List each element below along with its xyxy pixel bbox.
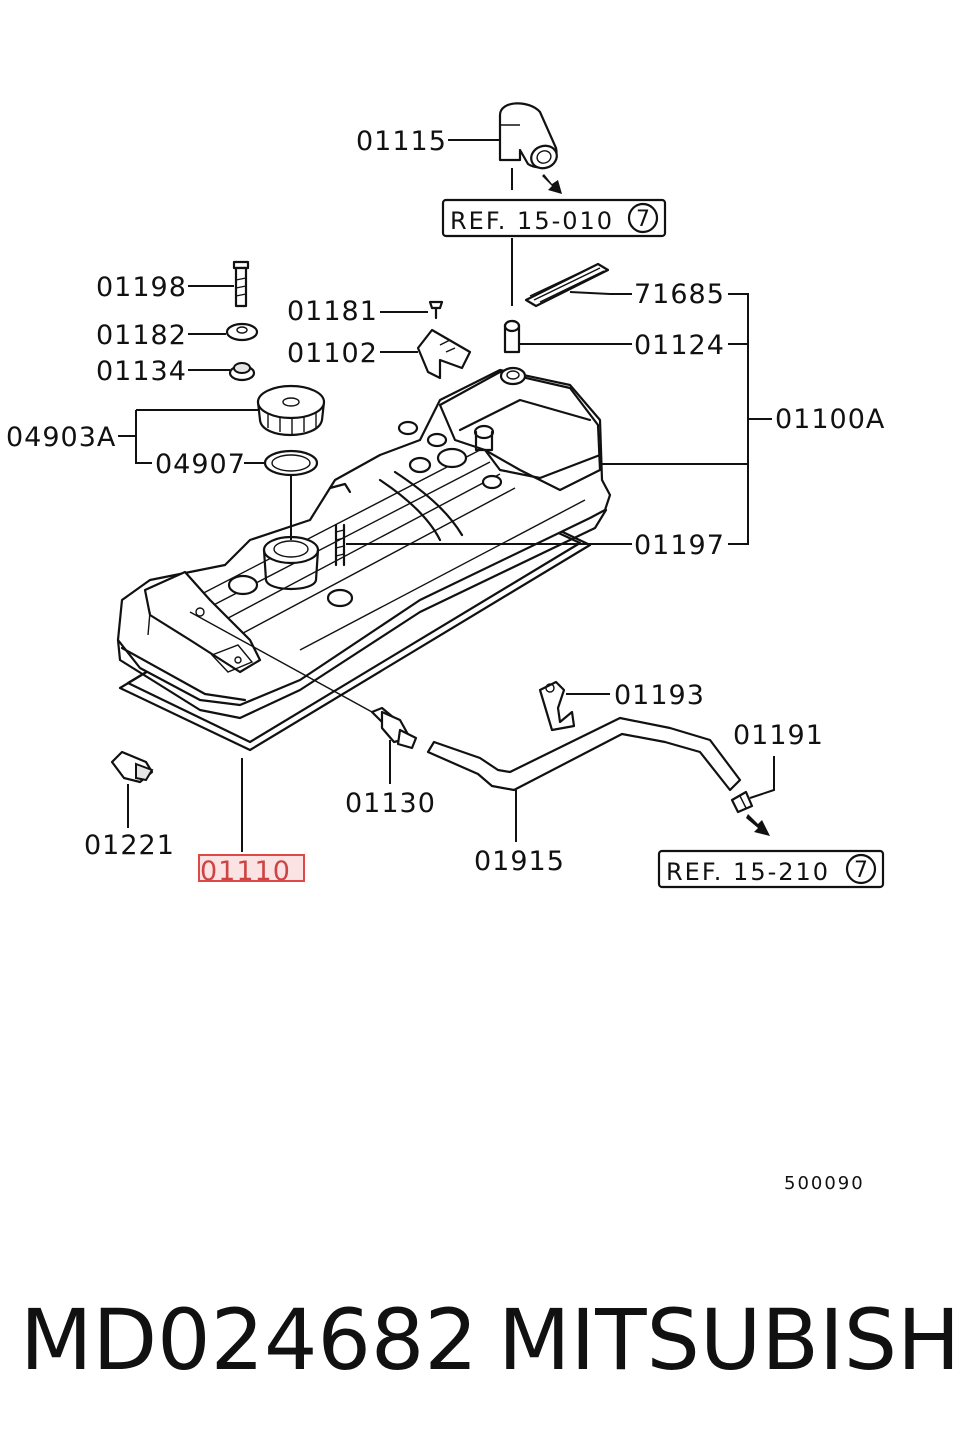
clip-01193 [538, 680, 576, 732]
cap-01221 [110, 750, 154, 784]
label-01102[interactable]: 01102 [287, 338, 378, 369]
label-71685[interactable]: 71685 [634, 279, 725, 310]
grommet-01134 [228, 362, 256, 382]
part-labels: 01115 01198 01182 01134 01181 01102 0490… [6, 126, 885, 877]
washer-01182 [225, 322, 259, 342]
label-01100A[interactable]: 01100A [775, 404, 885, 435]
drawing-code: 500090 [784, 1173, 865, 1194]
bracket-01102 [416, 328, 472, 380]
arrow-ref-bottom [746, 814, 770, 836]
label-01915[interactable]: 01915 [474, 846, 565, 877]
screw-01181 [428, 300, 444, 320]
clamp-01191 [730, 790, 754, 814]
brand-name: MITSUBISHI [498, 1291, 960, 1389]
o-ring-04907 [263, 449, 319, 477]
ref-bottom-circle-number: 7 [854, 858, 868, 883]
hose-01115 [498, 102, 558, 170]
ref-top-text: REF. 15-010 [450, 207, 614, 235]
label-01197[interactable]: 01197 [634, 530, 725, 561]
label-04903A[interactable]: 04903A [6, 422, 116, 453]
baffle-71685 [524, 262, 610, 308]
ref-bottom-text: REF. 15-210 [666, 858, 830, 886]
ref-top-circle-number: 7 [636, 207, 650, 232]
label-01181[interactable]: 01181 [287, 296, 378, 327]
label-01193[interactable]: 01193 [614, 680, 705, 711]
label-01221[interactable]: 01221 [84, 830, 175, 861]
highlight-box [198, 854, 305, 882]
oil-cap-04903A [256, 384, 326, 437]
hose-01915 [426, 716, 742, 792]
label-01182[interactable]: 01182 [96, 320, 187, 351]
bolt-01198 [232, 260, 250, 308]
ref-box-top: REF. 15-010 7 [441, 198, 667, 238]
highlighted-part[interactable]: 01110 [198, 854, 305, 887]
arrow-ref-top [542, 174, 562, 194]
label-01110[interactable]: 01110 [200, 856, 291, 887]
label-01198[interactable]: 01198 [96, 272, 187, 303]
valve-cover [116, 366, 612, 720]
ref-box-bottom: REF. 15-210 7 [657, 849, 885, 889]
label-01115[interactable]: 01115 [356, 126, 447, 157]
pcv-valve-01130 [370, 706, 418, 750]
label-04907[interactable]: 04907 [155, 449, 246, 480]
label-01191[interactable]: 01191 [733, 720, 824, 751]
label-01130[interactable]: 01130 [345, 788, 436, 819]
part-number: MD024682 [20, 1291, 478, 1389]
label-01134[interactable]: 01134 [96, 356, 187, 387]
valve-01124 [503, 319, 521, 354]
label-01124[interactable]: 01124 [634, 330, 725, 361]
leader-lines [118, 139, 775, 852]
